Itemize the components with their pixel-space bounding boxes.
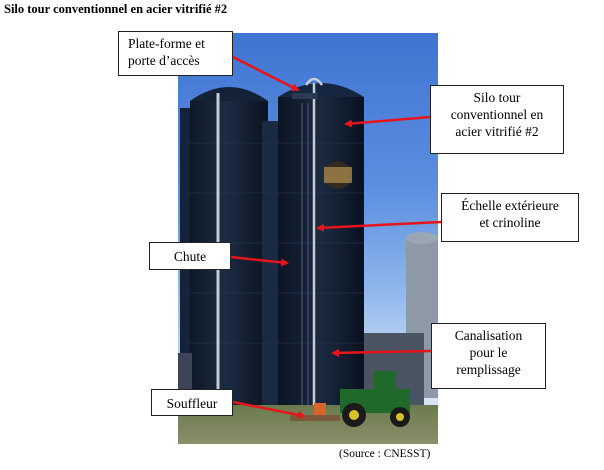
label-silo-line: acier vitrifié #2 xyxy=(455,124,539,139)
label-pipe: Canalisation pour le remplissage xyxy=(431,323,546,389)
source-caption: (Source : CNESST) xyxy=(339,448,431,460)
label-ladder-line: et crinoline xyxy=(479,215,541,230)
silo-photo-illustration xyxy=(178,77,438,444)
label-pipe-line: remplissage xyxy=(456,362,521,377)
page-title: Silo tour conventionnel en acier vitrifi… xyxy=(4,2,228,16)
silo-photo xyxy=(178,33,438,444)
label-chute-line: Chute xyxy=(173,249,207,264)
label-silo-line: Silo tour xyxy=(473,90,521,105)
label-platform-line: Plate-forme et xyxy=(128,36,205,51)
label-platform-line: porte d’accès xyxy=(128,53,200,68)
label-ladder-line: Échelle extérieure xyxy=(461,198,559,213)
label-silo-line: conventionnel en xyxy=(450,107,544,122)
label-pipe-line: pour le xyxy=(469,345,508,360)
label-ladder: Échelle extérieure et crinoline xyxy=(441,193,579,242)
label-silo: Silo tour conventionnel en acier vitrifi… xyxy=(430,85,564,154)
label-pipe-line: Canalisation xyxy=(454,328,523,343)
label-blower: Souffleur xyxy=(151,389,233,416)
label-platform: Plate-forme et porte d’accès xyxy=(118,31,233,76)
label-chute: Chute xyxy=(149,242,231,270)
label-blower-line: Souffleur xyxy=(166,396,218,411)
